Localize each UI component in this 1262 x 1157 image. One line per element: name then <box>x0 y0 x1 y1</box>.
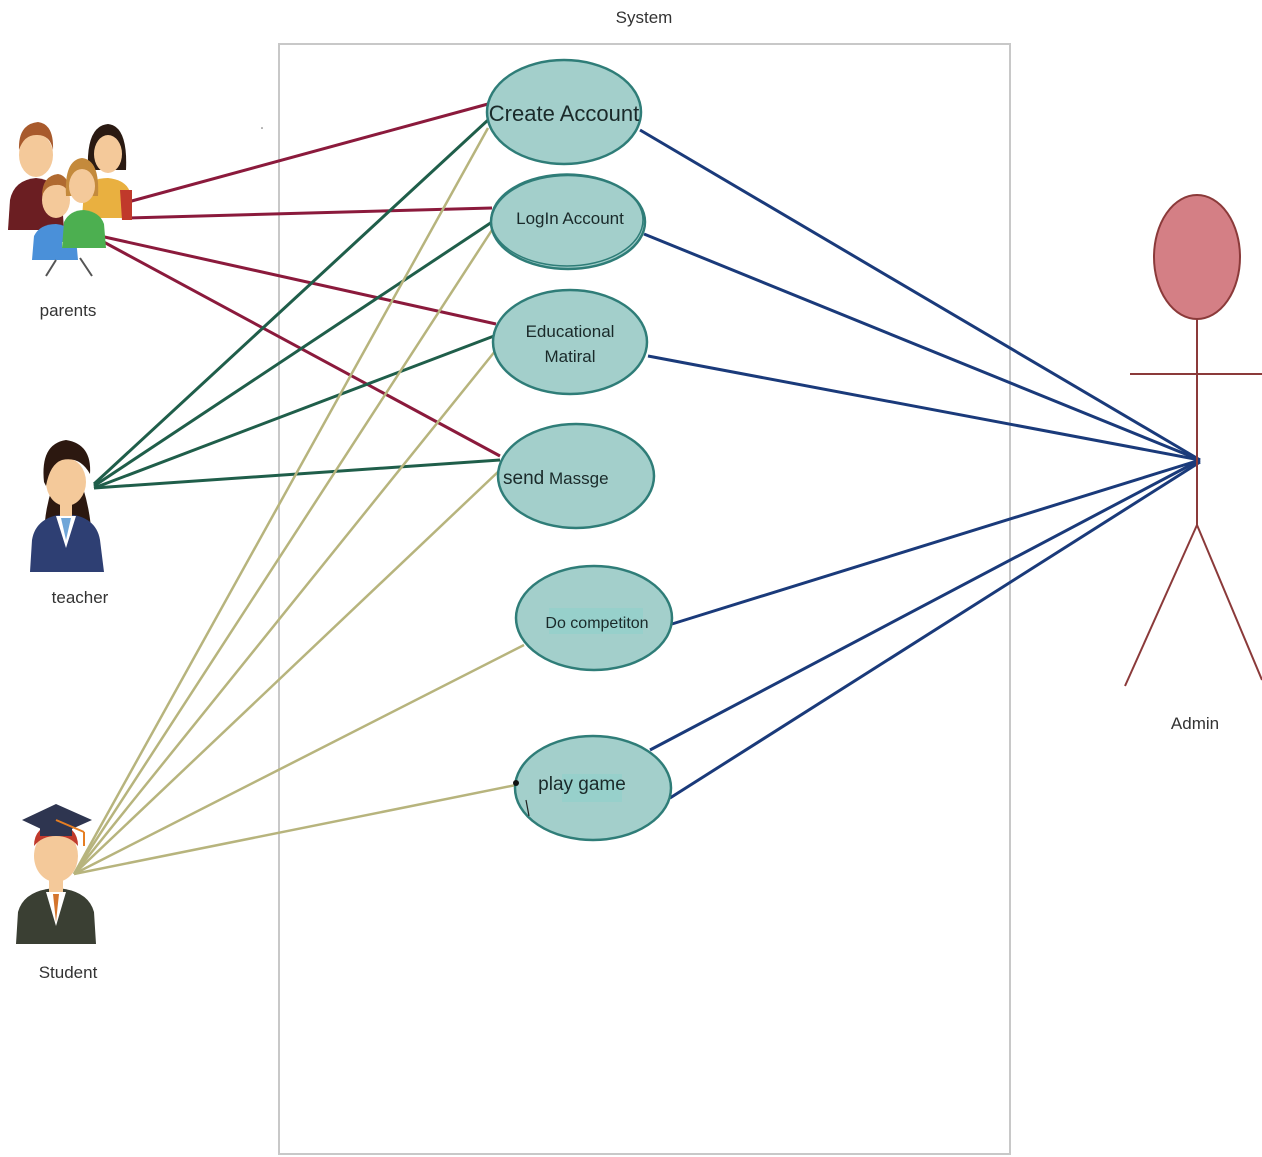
assoc-admin-educational-material <box>647 354 1201 462</box>
assoc-student-login-account <box>72 229 494 875</box>
use-case-label: Create Account <box>489 101 639 126</box>
use-case-label: Do competiton <box>545 615 648 632</box>
use-case-do-competition[interactable]: Do competiton <box>514 564 674 672</box>
use-case-label-line1: Educational <box>526 322 615 341</box>
use-case-label: LogIn Account <box>516 209 624 228</box>
text-cursor-mark <box>525 799 530 817</box>
assoc-admin-play-game-1 <box>649 458 1201 752</box>
label-highlight <box>549 608 643 634</box>
student-label: Student <box>39 963 98 982</box>
teacher-associations <box>92 118 501 490</box>
assoc-student-play-game <box>73 783 517 876</box>
use-case-label-line2: Matiral <box>544 347 595 366</box>
admin-associations <box>639 128 1201 800</box>
label-highlight <box>562 774 622 802</box>
parents-label: parents <box>40 301 97 320</box>
assoc-student-do-competition <box>73 643 525 876</box>
admin-label: Admin <box>1171 714 1219 733</box>
assoc-parents-educational-material <box>99 234 497 326</box>
use-case-play-game[interactable]: play game <box>513 734 673 842</box>
assoc-student-create-account <box>72 127 490 875</box>
assoc-admin-login-account <box>643 232 1201 462</box>
assoc-admin-create-account <box>639 128 1201 462</box>
parents-associations <box>99 102 501 458</box>
system-boundary <box>278 43 1011 1155</box>
assoc-teacher-educational-material <box>93 334 495 490</box>
anchor-dot <box>513 780 519 786</box>
use-case-label-a: send <box>503 468 544 489</box>
assoc-parents-create-account <box>127 102 489 204</box>
admin-actor-icon <box>1124 194 1262 687</box>
assoc-teacher-login-account <box>93 220 493 488</box>
use-case-label-b: Massge <box>549 469 609 488</box>
teacher-label: teacher <box>52 588 109 607</box>
assoc-student-educational-material <box>73 349 497 875</box>
assoc-student-send-message <box>73 469 501 875</box>
teacher-actor-icon <box>30 440 104 572</box>
stray-dot <box>261 127 263 129</box>
assoc-admin-do-competition <box>671 458 1201 626</box>
use-case-label: play game <box>538 774 626 795</box>
use-case-create-account[interactable]: Create Account <box>485 58 643 166</box>
assoc-teacher-create-account <box>92 118 490 486</box>
use-case-login-account[interactable]: LogIn Account <box>489 173 647 271</box>
assoc-admin-play-game-2 <box>669 460 1201 800</box>
parents-actor-icon <box>8 122 132 277</box>
system-title: System <box>616 8 673 27</box>
use-case-send-message[interactable]: send Massge <box>496 422 656 530</box>
student-associations <box>72 127 525 876</box>
student-actor-icon <box>16 804 96 944</box>
assoc-parents-login-account <box>127 206 493 220</box>
use-case-educational-material[interactable]: Educational Matiral <box>491 288 649 396</box>
